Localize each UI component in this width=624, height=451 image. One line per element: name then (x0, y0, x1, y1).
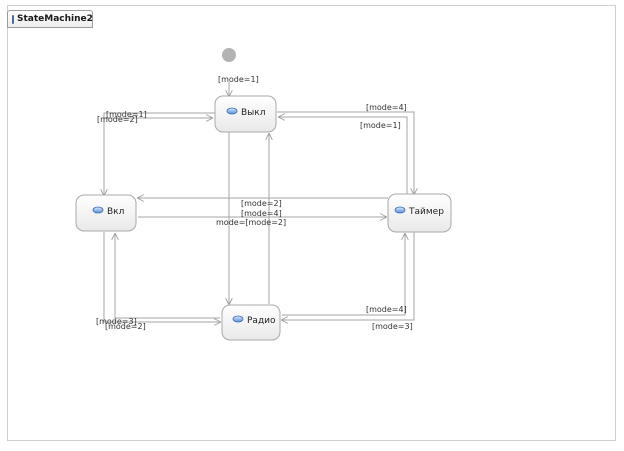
transition-off-to-on[interactable] (104, 112, 215, 195)
state-label-timer: Таймер (408, 207, 444, 217)
transition-off-to-timer[interactable] (277, 111, 414, 194)
transition-timer-to-off[interactable] (279, 117, 408, 194)
transition-on-to-radio[interactable] (103, 232, 220, 322)
transition-radio-to-timer[interactable] (282, 234, 405, 316)
guard-center-3: mode=[mode=2] (216, 218, 286, 227)
state-radio[interactable]: Радио (221, 304, 281, 341)
state-label-radio: Радио (247, 316, 276, 326)
state-icon (394, 206, 406, 214)
transition-timer-to-radio[interactable] (282, 232, 415, 320)
guard-off-on-b: [mode=2] (97, 115, 138, 124)
state-icon (232, 315, 244, 323)
tab-statemachine2[interactable]: StateMachine2 (7, 10, 93, 28)
guard-on-radio-b: [mode=2] (105, 322, 146, 331)
guard-initial: [mode=1] (218, 75, 259, 84)
state-off[interactable]: Выкл (214, 95, 277, 133)
guard-center-1: [mode=2] (241, 199, 282, 208)
transition-radio-to-on[interactable] (115, 234, 220, 319)
tab-label: StateMachine2 (17, 14, 93, 24)
state-icon (226, 107, 238, 115)
transition-on-to-off[interactable] (103, 118, 212, 195)
state-timer[interactable]: Таймер (387, 193, 452, 233)
guard-on-radio-a: [mode=3] (96, 317, 137, 326)
initial-node[interactable] (222, 48, 236, 62)
state-machine-icon (12, 14, 14, 24)
guard-center-2: [mode=4] (241, 209, 282, 218)
state-label-off: Выкл (241, 108, 265, 118)
guard-timer-radio-a: [mode=4] (366, 305, 407, 314)
guard-timer-radio-b: [mode=3] (372, 322, 413, 331)
guard-off-timer: [mode=4] (366, 103, 407, 112)
state-icon (92, 206, 104, 214)
guard-off-on-a: [mode=1] (106, 110, 147, 119)
guard-timer-off: [mode=1] (360, 121, 401, 130)
state-label-on: Вкл (107, 207, 124, 217)
state-on[interactable]: Вкл (75, 194, 137, 232)
